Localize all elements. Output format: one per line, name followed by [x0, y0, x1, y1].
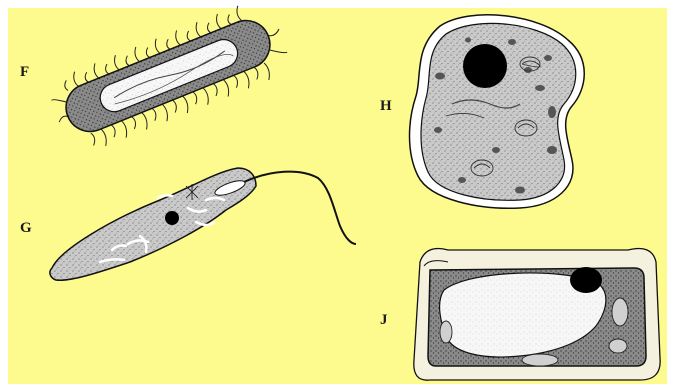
cell-h-nucleus	[463, 44, 507, 88]
cell-g-nucleus	[165, 211, 179, 225]
label-f: F	[20, 64, 29, 81]
label-h: H	[380, 98, 392, 115]
cell-j-nucleus	[570, 267, 602, 293]
label-g: G	[20, 220, 32, 237]
label-j: J	[380, 312, 388, 329]
cell-j-plant	[414, 249, 660, 381]
cell-h	[410, 15, 585, 208]
